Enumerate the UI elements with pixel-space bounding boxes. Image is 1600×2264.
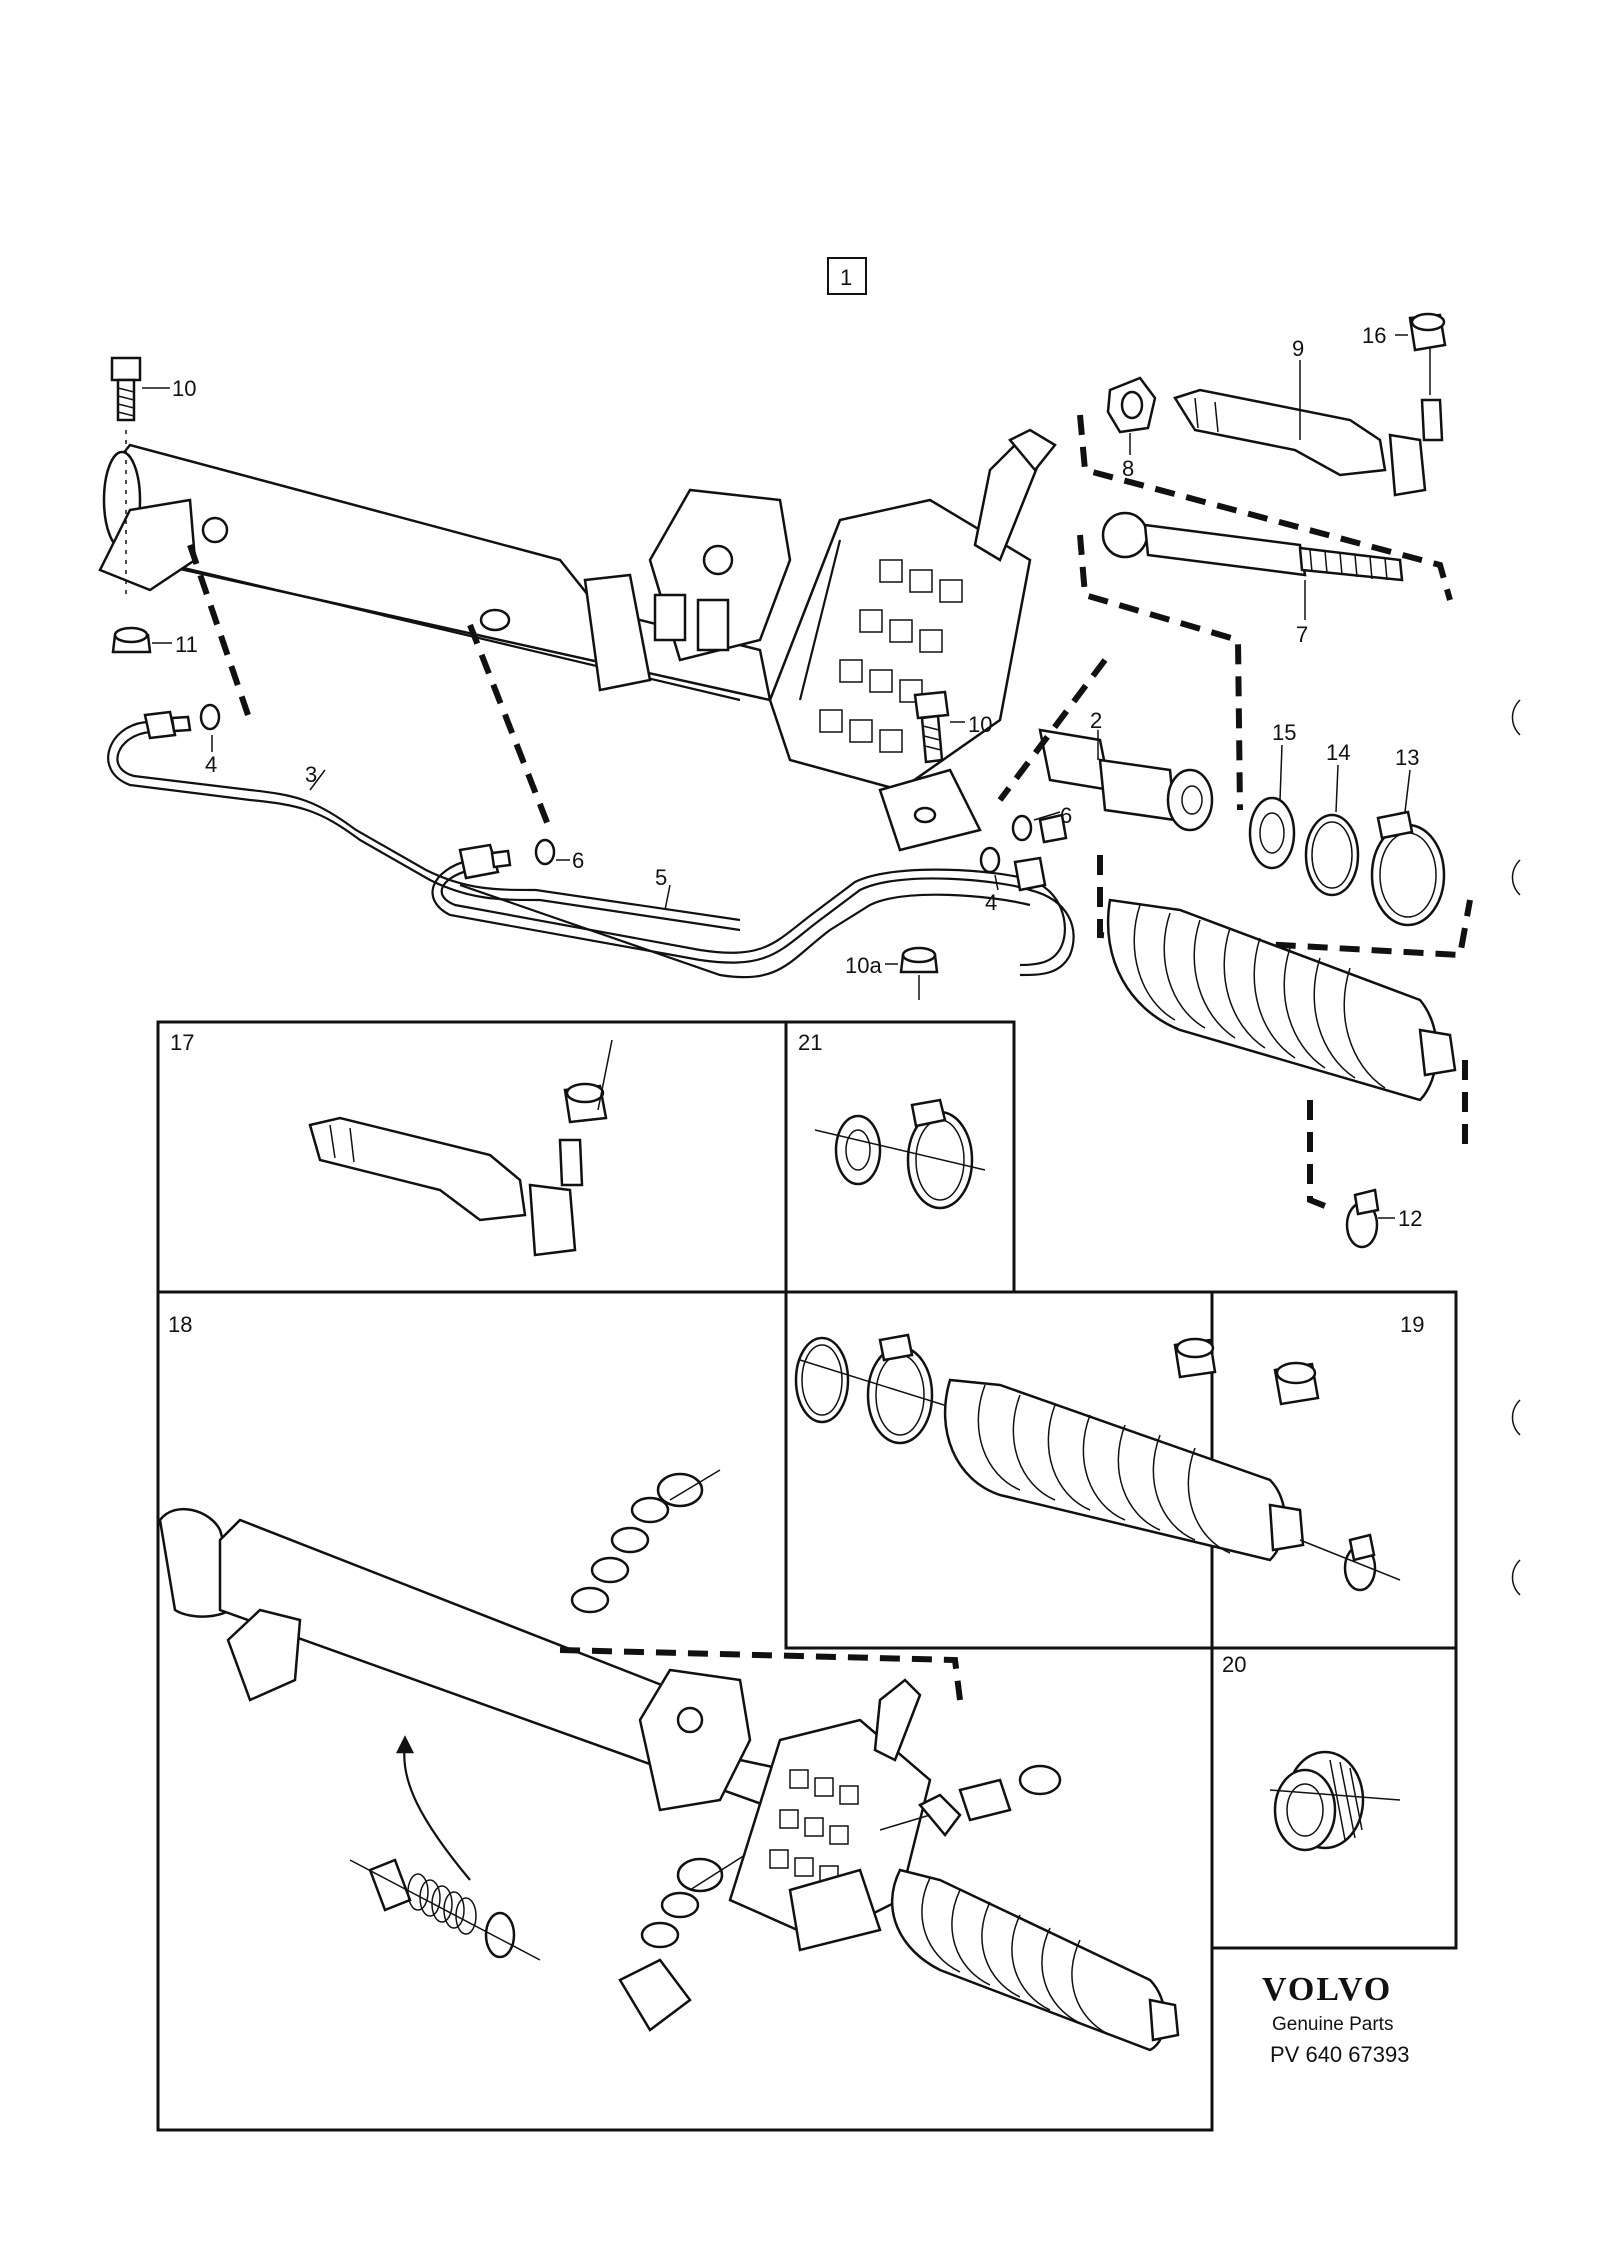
washer-6-right <box>1011 811 1068 844</box>
nut-16 <box>1395 312 1447 352</box>
label-12: 12 <box>1398 1206 1422 1231</box>
o-ring-14 <box>1304 764 1360 897</box>
label-6-left: 6 <box>572 848 584 873</box>
label-11: 11 <box>175 632 198 657</box>
washer-6-left <box>534 838 570 866</box>
clamp-13 <box>1370 769 1446 927</box>
nut-11 <box>111 626 172 654</box>
label-4-right: 4 <box>985 890 997 915</box>
label-3: 3 <box>305 762 317 787</box>
panel-20-seal-kit <box>1269 1750 1401 1852</box>
bellows-main <box>1106 898 1457 1102</box>
dashed-connectors <box>187 414 1473 1213</box>
catalog-code: PV 640 67393 <box>1270 2042 1409 2067</box>
label-10a: 10a <box>845 953 882 978</box>
brand-tagline: Genuine Parts <box>1272 2014 1393 2035</box>
label-10-top: 10 <box>172 376 196 401</box>
label-8: 8 <box>1122 456 1134 481</box>
nut-10a <box>885 946 939 1000</box>
label-5: 5 <box>655 865 667 890</box>
label-14: 14 <box>1326 740 1350 765</box>
panel-21-number: 21 <box>798 1030 822 1055</box>
label-15: 15 <box>1272 720 1296 745</box>
bolt-10-top <box>110 356 170 600</box>
steering-rack-housing <box>98 428 1214 852</box>
panel-18-number: 18 <box>168 1312 192 1337</box>
bolt-10-middle <box>913 690 965 764</box>
label-13: 13 <box>1395 745 1419 770</box>
inner-tie-rod-7 <box>1101 511 1404 620</box>
panel-17-number: 17 <box>170 1030 194 1055</box>
brand-logo: VOLVO <box>1262 1971 1392 2008</box>
panel-20-number: 20 <box>1222 1652 1246 1677</box>
lock-washer-15 <box>1248 744 1296 870</box>
label-2: 2 <box>1090 708 1102 733</box>
label-9: 9 <box>1292 336 1304 361</box>
label-10-middle: 10 <box>968 712 992 737</box>
clip-12 <box>1345 1188 1395 1249</box>
nut-8 <box>1106 376 1157 455</box>
group-number-box: 1 <box>827 257 867 295</box>
panel-frames <box>156 1020 1458 2132</box>
label-4-left: 4 <box>205 752 217 777</box>
panel-21-clamp-kit <box>814 1098 986 1210</box>
washer-4-left <box>199 703 221 752</box>
panel-17-tie-rod-end-kit <box>308 1039 613 1257</box>
pipe-3 <box>107 710 741 932</box>
washer-4-right <box>979 846 1047 892</box>
label-6-right: 6 <box>1060 803 1072 828</box>
tie-rod-end-9 <box>1173 330 1444 497</box>
panel-19-number: 19 <box>1400 1312 1424 1337</box>
spring-stack-upper <box>570 1469 721 1614</box>
margin-marks <box>1511 699 1521 1596</box>
group-number: 1 <box>840 265 852 290</box>
label-7: 7 <box>1296 622 1308 647</box>
pipe-5 <box>431 843 1075 979</box>
panel-18-housing <box>158 1469 1180 2052</box>
label-16: 16 <box>1362 323 1386 348</box>
panel-19-bellows-kit <box>794 1333 1401 1592</box>
